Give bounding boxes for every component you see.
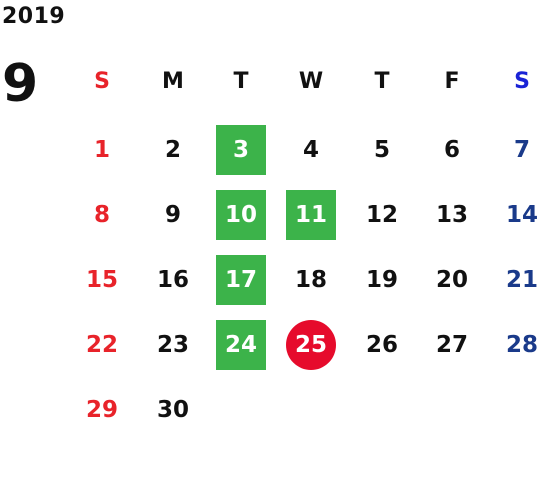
weekday-header: W xyxy=(298,68,324,94)
day-cell[interactable]: 24 xyxy=(216,320,266,370)
day-cell[interactable]: 29 xyxy=(85,397,118,423)
weekday-header: T xyxy=(374,68,390,94)
day-cell[interactable]: 4 xyxy=(302,137,319,163)
day-cell[interactable]: 18 xyxy=(294,267,327,293)
weekday-header: S xyxy=(94,68,110,94)
weekday-header: F xyxy=(444,68,460,94)
month-number: 9 xyxy=(2,54,39,114)
day-cell[interactable]: 6 xyxy=(443,137,460,163)
day-cell[interactable]: 8 xyxy=(93,202,110,228)
day-cell[interactable]: 11 xyxy=(286,190,336,240)
day-cell[interactable]: 3 xyxy=(216,125,266,175)
day-cell[interactable]: 19 xyxy=(365,267,398,293)
year-label: 2019 xyxy=(2,4,66,29)
day-cell[interactable]: 10 xyxy=(216,190,266,240)
day-cell[interactable]: 30 xyxy=(156,397,189,423)
day-cell[interactable]: 5 xyxy=(373,137,390,163)
day-cell[interactable]: 13 xyxy=(435,202,468,228)
day-cell[interactable]: 21 xyxy=(505,267,538,293)
day-cell[interactable]: 23 xyxy=(156,332,189,358)
day-cell[interactable]: 2 xyxy=(164,137,181,163)
day-cell[interactable]: 14 xyxy=(505,202,538,228)
weekday-header: S xyxy=(514,68,530,94)
day-cell[interactable]: 16 xyxy=(156,267,189,293)
day-cell[interactable]: 20 xyxy=(435,267,468,293)
day-cell[interactable]: 9 xyxy=(164,202,181,228)
day-cell[interactable]: 28 xyxy=(505,332,538,358)
day-cell[interactable]: 12 xyxy=(365,202,398,228)
day-cell[interactable]: 17 xyxy=(216,255,266,305)
day-cell[interactable]: 26 xyxy=(365,332,398,358)
day-cell-today[interactable]: 25 xyxy=(286,320,336,370)
day-cell[interactable]: 27 xyxy=(435,332,468,358)
day-cell[interactable]: 7 xyxy=(513,137,530,163)
day-cell[interactable]: 1 xyxy=(93,137,110,163)
day-cell[interactable]: 15 xyxy=(85,267,118,293)
weekday-header: M xyxy=(162,68,184,94)
day-cell[interactable]: 22 xyxy=(85,332,118,358)
weekday-header: T xyxy=(233,68,249,94)
